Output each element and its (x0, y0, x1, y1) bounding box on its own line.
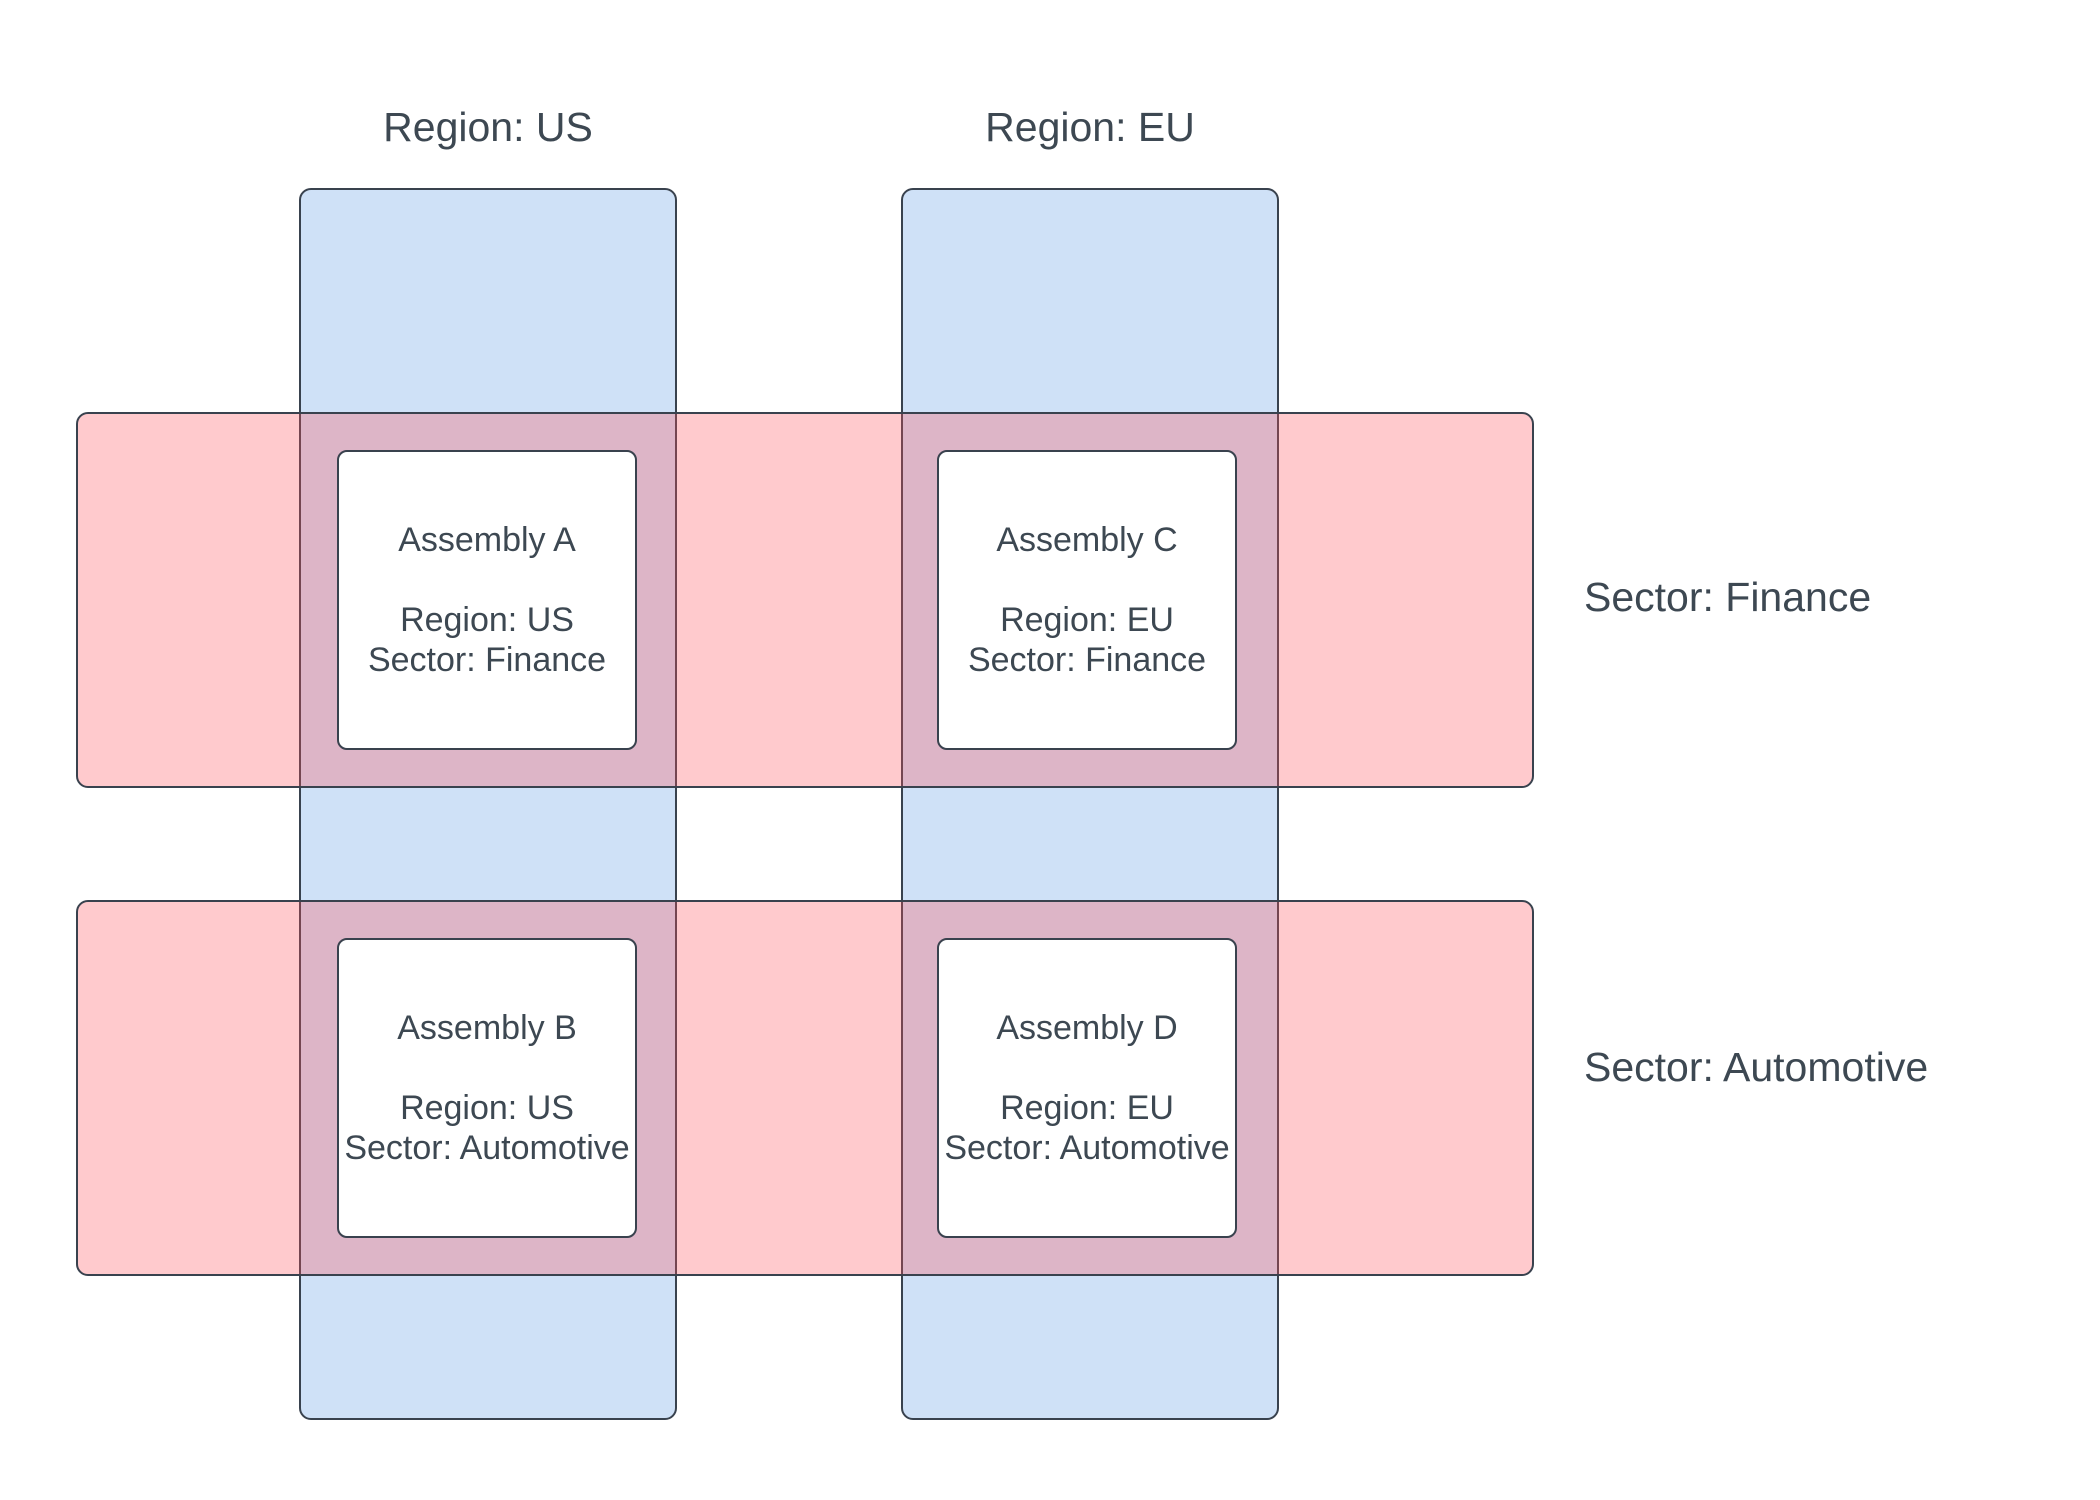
region-us-label: Region: US (383, 104, 593, 150)
assembly-sector: Sector: Finance (967, 641, 1207, 679)
assembly-region: Region: US (400, 601, 574, 639)
assembly-name: Assembly B (397, 1009, 577, 1047)
assembly-box-a: Assembly A Region: US Sector: Finance (337, 450, 637, 750)
sector-row-finance (76, 412, 1534, 788)
assembly-name: Assembly A (398, 521, 576, 559)
assembly-sector: Sector: Automotive (944, 1129, 1230, 1167)
assembly-box-b: Assembly B Region: US Sector: Automotive (337, 938, 637, 1238)
assembly-name: Assembly D (996, 1009, 1178, 1047)
sector-row-automotive (76, 900, 1534, 1276)
sector-finance-label: Sector: Finance (1584, 574, 1872, 620)
assembly-box-c: Assembly C Region: EU Sector: Finance (937, 450, 1237, 750)
assembly-region: Region: EU (1000, 601, 1174, 639)
assembly-sector: Sector: Automotive (344, 1129, 630, 1167)
assembly-region: Region: EU (1000, 1089, 1174, 1127)
region-eu-label: Region: EU (985, 104, 1195, 150)
assembly-sector: Sector: Finance (367, 641, 607, 679)
assembly-region: Region: US (400, 1089, 574, 1127)
assembly-box-d: Assembly D Region: EU Sector: Automotive (937, 938, 1237, 1238)
assembly-name: Assembly C (996, 521, 1178, 559)
sector-automotive-label: Sector: Automotive (1584, 1044, 1929, 1090)
